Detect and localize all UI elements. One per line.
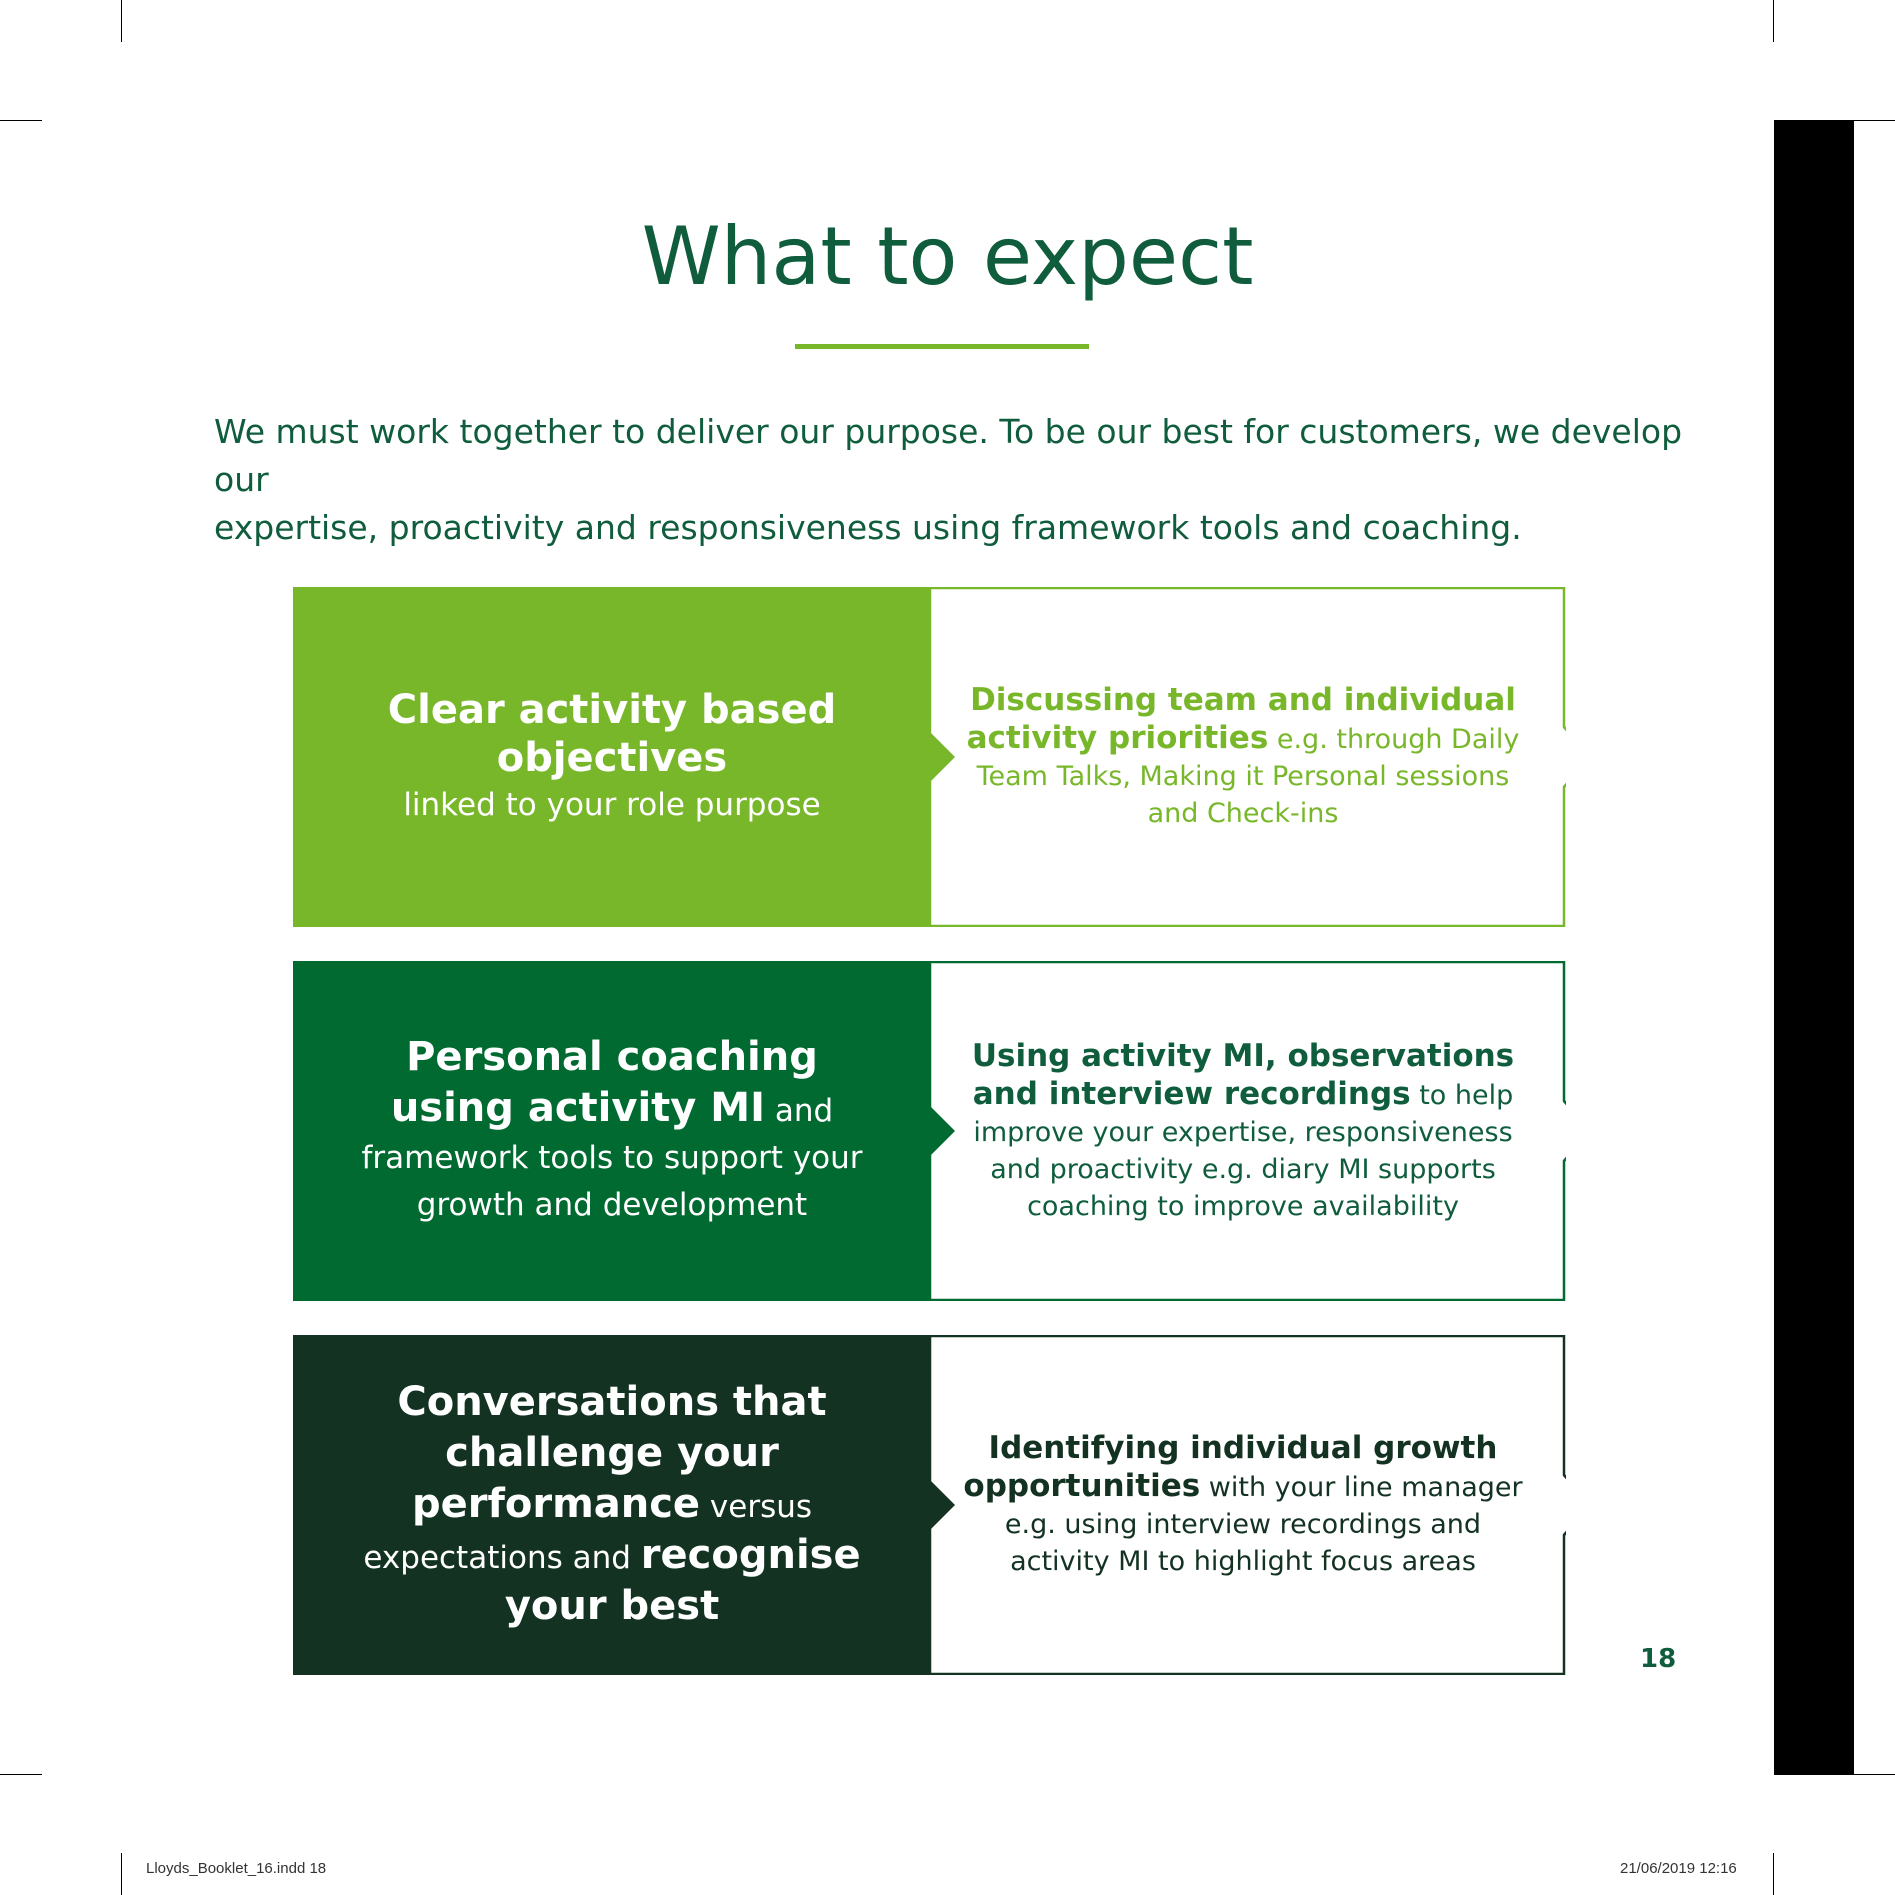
intro-line-2: expertise, proactivity and responsivenes… <box>214 508 1522 547</box>
row-coaching: Personal coaching using activity MI and … <box>293 961 1566 1301</box>
chevron-right-icon <box>930 732 955 782</box>
conversations-subtext: versus expectations and <box>363 1488 813 1576</box>
coaching-detail-text: to help improve your expertise, responsi… <box>973 1079 1514 1222</box>
page-number: 18 <box>1640 1644 1677 1674</box>
crop-mark <box>121 0 122 42</box>
slug-date: 21/06/2019 12:16 <box>1620 1860 1737 1877</box>
objectives-heading: Clear activity based objectives <box>387 686 837 781</box>
row-conversations: Conversations that challenge your perfor… <box>293 1335 1566 1675</box>
crop-mark <box>0 1774 42 1775</box>
intro-text: We must work together to deliver our pur… <box>214 408 1714 552</box>
coaching-heading: Personal coaching using activity MI <box>390 1034 818 1131</box>
bleed-bar <box>1774 120 1854 1775</box>
row-objectives: Clear activity based objectives linked t… <box>293 587 1566 927</box>
slug-file: Lloyds_Booklet_16.indd 18 <box>146 1860 327 1877</box>
row-arrow-frame <box>293 1335 1566 1675</box>
objectives-panel: Clear activity based objectives linked t… <box>293 587 931 927</box>
conversations-detail: Identifying individual growth opportunit… <box>953 1335 1533 1675</box>
conversations-detail-text: with your line manager e.g. using interv… <box>1004 1472 1523 1577</box>
arrow-frame-svg <box>928 961 1566 1301</box>
chevron-right-icon <box>930 1106 955 1156</box>
chevron-right-icon <box>930 1480 955 1530</box>
objectives-subtext: linked to your role purpose <box>403 786 821 823</box>
coaching-subtext: and framework tools to support your grow… <box>361 1093 863 1223</box>
title-underline <box>795 344 1089 349</box>
crop-mark <box>0 120 42 121</box>
page-title: What to expect <box>641 210 1254 303</box>
coaching-panel: Personal coaching using activity MI and … <box>293 961 931 1301</box>
objectives-detail-text: e.g. through Daily Team Talks, Making it… <box>976 724 1520 829</box>
objectives-detail: Discussing team and individual activity … <box>953 587 1533 927</box>
crop-mark <box>1853 1774 1895 1775</box>
conversations-panel: Conversations that challenge your perfor… <box>293 1335 931 1675</box>
crop-mark <box>1773 1853 1774 1895</box>
crop-mark <box>121 1853 122 1895</box>
row-arrow-frame <box>293 587 1566 927</box>
row-arrow-frame <box>293 961 1566 1301</box>
arrow-frame-svg <box>928 1335 1566 1675</box>
conversations-heading-2: recognise your best <box>504 1531 861 1629</box>
coaching-detail-bold: Using activity MI, observations and inte… <box>971 1037 1515 1112</box>
coaching-detail: Using activity MI, observations and inte… <box>953 961 1533 1301</box>
conversations-detail-bold: Identifying individual growth opportunit… <box>963 1430 1498 1504</box>
crop-mark <box>1853 120 1895 121</box>
arrow-frame-svg <box>928 587 1566 927</box>
objectives-detail-bold: Discussing team and individual activity … <box>966 682 1516 756</box>
intro-line-1: We must work together to deliver our pur… <box>214 412 1683 499</box>
conversations-heading: Conversations that challenge your perfor… <box>397 1378 827 1527</box>
crop-mark <box>1773 0 1774 42</box>
